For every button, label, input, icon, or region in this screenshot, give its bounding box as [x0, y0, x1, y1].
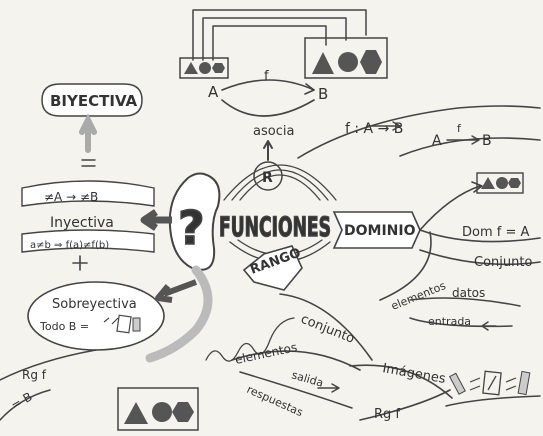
set-a-label: A — [208, 83, 219, 101]
set-connector-lines — [192, 9, 367, 61]
rango-conjunto: conjunto — [299, 312, 357, 347]
inyectiva-arrow — [140, 209, 172, 231]
images-icon — [103, 314, 141, 334]
squiggle-line — [205, 317, 295, 362]
branch-line — [297, 105, 541, 159]
dom-equation: Dom f = A — [462, 225, 529, 240]
central-title: FUNCIONES — [219, 212, 331, 243]
notation2-arrow — [446, 135, 480, 145]
branch-line — [409, 297, 521, 307]
entrada-arrow — [481, 321, 497, 331]
set-b-label: B — [318, 85, 328, 103]
question-shape — [168, 172, 221, 271]
branch-line — [359, 389, 451, 421]
rango-imagenes: Imágenes — [381, 361, 447, 387]
map-f-label: f — [264, 69, 269, 84]
range-set-box — [117, 387, 199, 431]
asocia-arrow — [263, 140, 273, 161]
dominio-elementos: elementos — [389, 279, 448, 313]
sobreyectiva-arrow — [155, 279, 198, 303]
map-arrow — [221, 79, 315, 117]
inyectiva-bottom-text: a≠b ⇒ f(a)≠f(b) — [30, 240, 109, 251]
question-tail — [145, 265, 213, 363]
dominio-datos: datos — [452, 286, 485, 300]
rango-salida: salida — [290, 368, 325, 389]
dominio-conjunto: Conjunto — [474, 255, 532, 270]
left-eq-b: = B — [9, 389, 35, 412]
dominio-label: DOMINIO — [344, 223, 416, 239]
sobreyectiva-label: Sobreyectiva — [52, 297, 137, 312]
branch-line — [379, 231, 432, 301]
biyectiva-cloud — [41, 83, 143, 117]
todo-b-label: Todo B = — [39, 320, 89, 333]
rango-images-icon — [448, 370, 531, 396]
dominio-banner — [332, 211, 421, 249]
biyectiva-label: BIYECTIVA — [50, 92, 138, 110]
dominio-entrada: entrada — [428, 315, 471, 328]
domain-set-box — [179, 57, 229, 79]
asocia-label: asocia — [253, 124, 294, 139]
branch-line — [0, 389, 51, 421]
equivalence-sign — [81, 159, 96, 167]
branch-line — [419, 229, 541, 243]
dominio-arrow — [419, 181, 483, 231]
notation-arrow — [367, 121, 401, 131]
branch-line — [409, 317, 513, 328]
notation2-f: f — [457, 122, 462, 135]
branch-line — [419, 249, 541, 266]
branch-line — [279, 293, 373, 361]
branch-line — [239, 371, 353, 409]
notation2-b: B — [482, 133, 492, 149]
rango-respuestas: respuestas — [245, 383, 305, 419]
branch-line — [349, 364, 453, 399]
left-rgf: Rg f — [22, 368, 47, 382]
rango-banner — [242, 245, 303, 291]
plus-sign — [72, 255, 88, 271]
codomain-set-box — [304, 37, 388, 79]
salida-arrow — [317, 383, 340, 393]
branch-line — [445, 395, 541, 407]
inyectiva-label: Inyectiva — [50, 215, 114, 231]
rango-rgf: Rg f — [374, 407, 400, 422]
branch-line — [0, 349, 97, 381]
inyectiva-band-bottom — [21, 229, 155, 253]
dominio-set-box — [476, 172, 524, 194]
sobreyectiva-oval — [27, 281, 165, 351]
relation-circle — [253, 161, 283, 191]
inyectiva-top-text: ≠A → ≠B — [44, 190, 98, 204]
function-notation: f : A → B — [345, 121, 403, 137]
relation-label: R — [262, 170, 273, 186]
question-mark: ? — [178, 201, 205, 255]
branch-line — [231, 350, 361, 371]
biyectiva-arrow — [79, 113, 97, 153]
inyectiva-band-top — [21, 180, 155, 207]
notation2-a: A — [432, 133, 442, 149]
